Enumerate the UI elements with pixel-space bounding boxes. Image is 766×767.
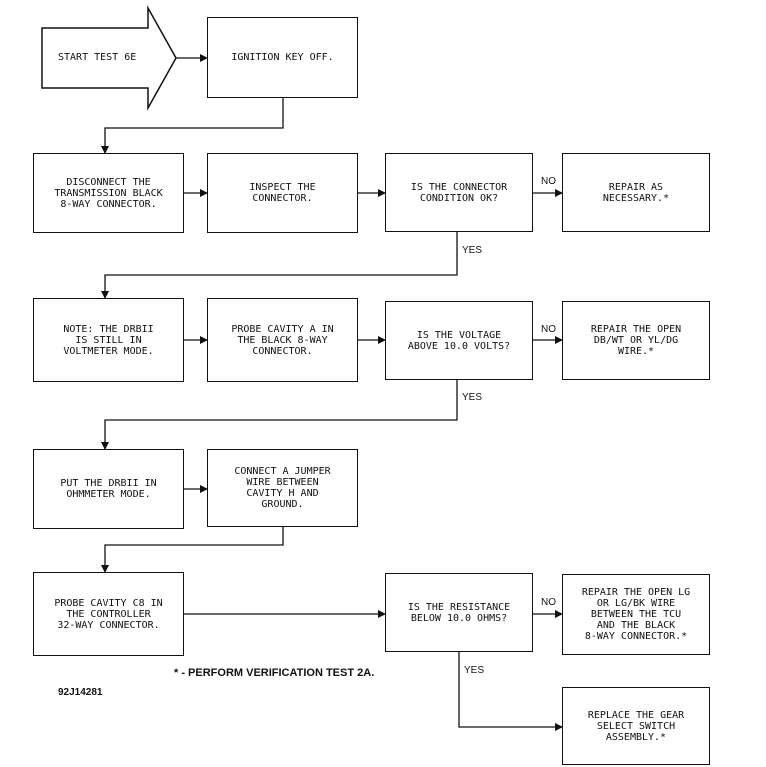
yes-label-1: YES (462, 245, 483, 256)
resistance-question-box: IS THE RESISTANCE BELOW 10.0 OHMS? (385, 573, 533, 652)
figure-id: 92J14281 (58, 687, 103, 698)
yes-label-3: YES (464, 665, 485, 676)
probe-cavity-a-box: PROBE CAVITY A IN THE BLACK 8-WAY CONNEC… (207, 298, 358, 382)
note-drbii-box: NOTE: THE DRBII IS STILL IN VOLTMETER MO… (33, 298, 184, 382)
footnote: * - PERFORM VERIFICATION TEST 2A. (174, 667, 375, 679)
ignition-off-box: IGNITION KEY OFF. (207, 17, 358, 98)
yes-label-2: YES (462, 392, 483, 403)
voltage-question-box: IS THE VOLTAGE ABOVE 10.0 VOLTS? (385, 301, 533, 380)
connect-jumper-box: CONNECT A JUMPER WIRE BETWEEN CAVITY H A… (207, 449, 358, 527)
probe-cavity-c8-box: PROBE CAVITY C8 IN THE CONTROLLER 32-WAY… (33, 572, 184, 656)
disconnect-connector-box: DISCONNECT THE TRANSMISSION BLACK 8-WAY … (33, 153, 184, 233)
inspect-connector-box: INSPECT THE CONNECTOR. (207, 153, 358, 233)
repair-as-necessary-box: REPAIR AS NECESSARY.* (562, 153, 710, 232)
no-label-1: NO (541, 176, 556, 187)
start-label: START TEST 6E (58, 52, 137, 63)
replace-switch-box: REPLACE THE GEAR SELECT SWITCH ASSEMBLY.… (562, 687, 710, 765)
no-label-2: NO (541, 324, 556, 335)
repair-open-db-wire-box: REPAIR THE OPEN DB/WT OR YL/DG WIRE.* (562, 301, 710, 380)
start-arrow-shape (41, 5, 177, 111)
repair-open-lg-wire-box: REPAIR THE OPEN LG OR LG/BK WIRE BETWEEN… (562, 574, 710, 655)
no-label-3: NO (541, 597, 556, 608)
put-ohmmeter-mode-box: PUT THE DRBII IN OHMMETER MODE. (33, 449, 184, 529)
connector-ok-question-box: IS THE CONNECTOR CONDITION OK? (385, 153, 533, 232)
